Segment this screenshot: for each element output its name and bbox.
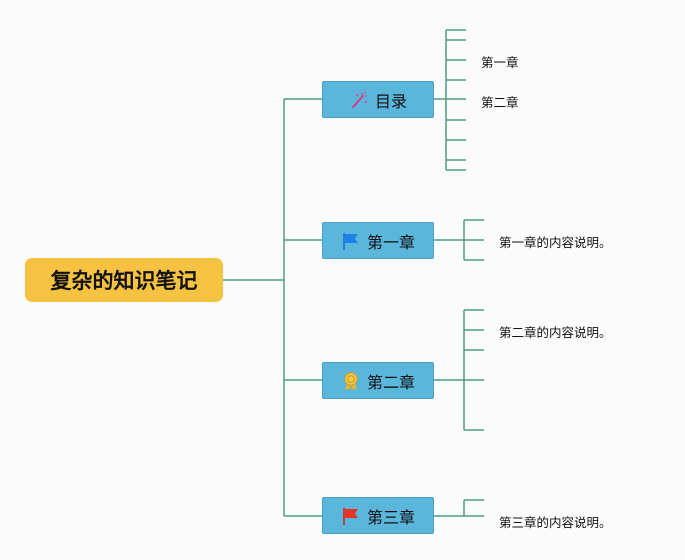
root-topic[interactable]: 复杂的知识笔记 [25,258,223,302]
ch3-sub-connectors [434,499,484,517]
ch1-sub-connectors [434,219,484,261]
branch-chapter-3[interactable]: 第三章 [322,497,434,534]
branch-chapter-3-label: 第三章 [366,507,415,527]
chapter-2-description[interactable]: 第二章的内容说明。 [499,325,612,340]
root-topic-label: 复杂的知识笔记 [50,269,198,293]
award-medal-icon [341,371,361,391]
branch-toc-label: 目录 [374,91,407,111]
branch-chapter-1[interactable]: 第一章 [322,222,434,259]
toc-item-chapter-1[interactable]: 第一章 [481,55,519,70]
branch-chapter-2[interactable]: 第二章 [322,362,434,399]
magic-wand-icon [349,90,369,110]
chapter-1-description[interactable]: 第一章的内容说明。 [499,235,612,250]
branch-chapter-2-label: 第二章 [366,372,415,392]
ch2-sub-connectors [434,309,484,431]
toc-item-chapter-2[interactable]: 第二章 [481,95,519,110]
blue-flag-icon [341,231,361,251]
toc-sub-connectors [434,29,466,171]
branch-toc[interactable]: 目录 [322,81,434,118]
branch-chapter-1-label: 第一章 [366,232,415,252]
red-flag-icon [341,506,361,526]
chapter-3-description[interactable]: 第三章的内容说明。 [499,515,612,530]
